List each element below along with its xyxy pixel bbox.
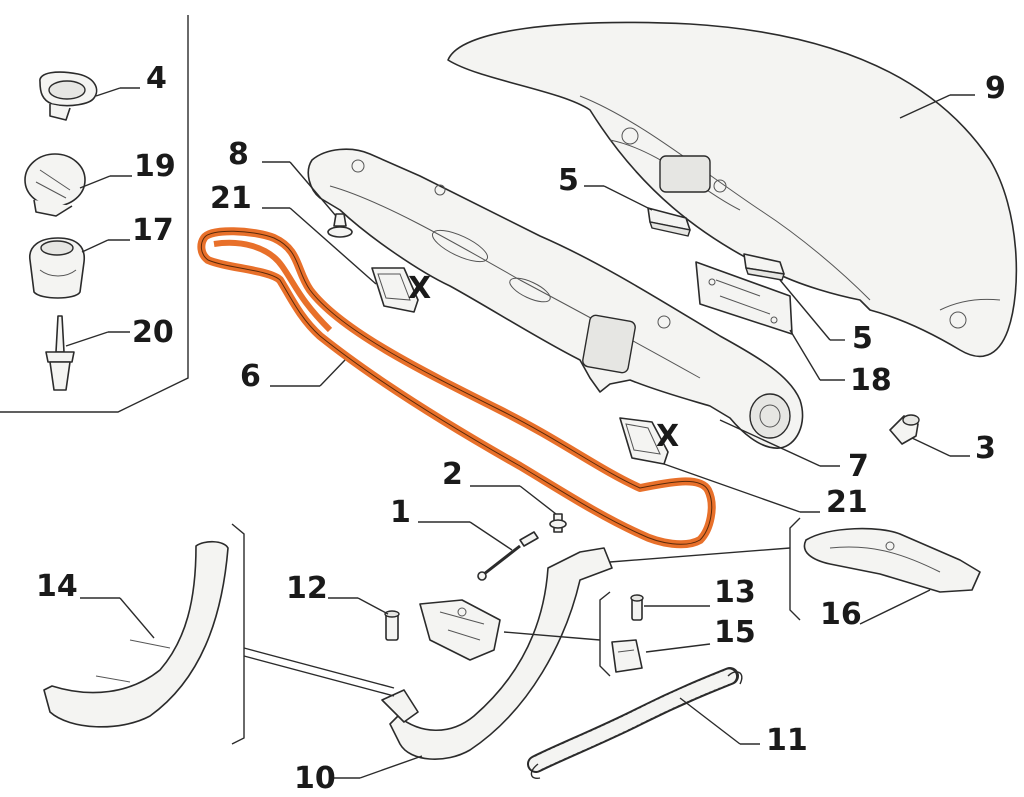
callout-2: 2 (442, 457, 463, 492)
part-1-gas-strut (418, 521, 539, 581)
callout-3: 3 (975, 431, 996, 466)
part-3-buffer (889, 414, 970, 457)
callout-18: 18 (850, 363, 892, 398)
callout-20: 20 (132, 315, 174, 350)
part-4-grommet (39, 71, 140, 121)
callout-5-upper: 5 (558, 163, 579, 198)
callout-17: 17 (132, 213, 174, 248)
part-2-pin (470, 485, 567, 533)
callout-labels: 4 19 17 20 8 21 6 5 9 5 18 3 7 21 2 1 14… (36, 61, 1006, 796)
callout-6: 6 (240, 359, 261, 394)
callout-1: 1 (390, 495, 411, 530)
callout-9: 9 (985, 71, 1006, 106)
callout-10: 10 (294, 761, 336, 796)
part-14-hinge-arm (43, 523, 245, 745)
part-7-inner-panel (307, 148, 840, 467)
callout-7: 7 (848, 449, 869, 484)
part-11-spring (527, 667, 760, 779)
part-18-bracket (695, 261, 845, 381)
callout-5-lower: 5 (852, 321, 873, 356)
part-17-buffer (29, 237, 130, 299)
callout-21-upper: 21 (210, 181, 252, 216)
callout-14: 14 (36, 569, 78, 604)
x-mark-lower: X (656, 419, 679, 454)
callout-13: 13 (714, 575, 756, 610)
callout-15: 15 (714, 615, 756, 650)
part-6-seal-highlight (197, 227, 716, 549)
part-13-bolt (599, 591, 710, 677)
callout-4: 4 (146, 61, 167, 96)
callout-11: 11 (766, 723, 808, 758)
part-5-clip-upper (584, 185, 691, 237)
part-21-plate-upper (262, 207, 419, 313)
callout-19: 19 (134, 149, 176, 184)
part-10-hinge (243, 547, 613, 779)
part-9-trunk-lid (447, 21, 1018, 358)
part-19-plug (24, 153, 132, 217)
callout-21-lower: 21 (826, 485, 868, 520)
part-20-rivet (45, 315, 130, 391)
part-16-cover (609, 527, 981, 625)
callout-12: 12 (286, 571, 328, 606)
part-5-clip-lower (743, 253, 845, 341)
part-15-clip (611, 639, 711, 673)
part-12-bolt (328, 597, 400, 641)
callout-8: 8 (228, 137, 249, 172)
part-21-plate-lower (619, 417, 820, 513)
small-parts-frame (0, 15, 189, 413)
part-8-pin (262, 161, 353, 238)
x-mark-upper: X (408, 271, 431, 306)
callout-16: 16 (820, 597, 862, 632)
part-16-frame (789, 517, 801, 621)
